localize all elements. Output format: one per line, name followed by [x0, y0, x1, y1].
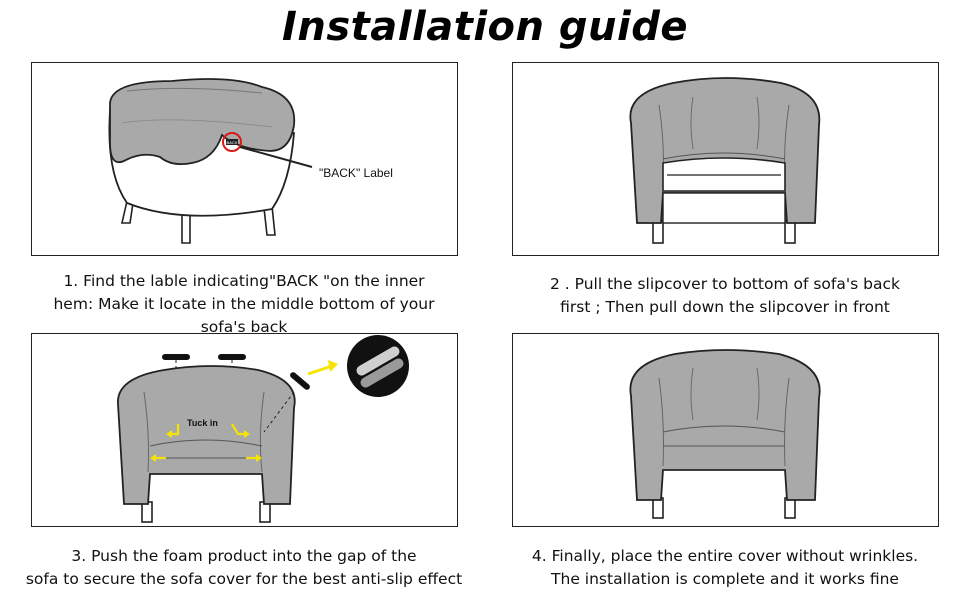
- foam-tuck-in-drawing: Tuck in: [117, 335, 409, 523]
- step-4-illustration: [512, 333, 939, 527]
- sofa-back-label-drawing: BACK "BACK" Label: [108, 78, 393, 244]
- step-4-caption: 4. Finally, place the entire cover witho…: [505, 545, 945, 591]
- step-4-line-1: 4. Finally, place the entire cover witho…: [531, 547, 919, 565]
- tuck-in-label: Tuck in: [187, 418, 218, 428]
- step-1-line-3: sofa's back: [200, 318, 288, 336]
- step-4-line-2: The installation is complete and it work…: [551, 570, 899, 588]
- step-2-caption: 2 . Pull the slipcover to bottom of sofa…: [505, 273, 945, 319]
- step-1-line-1: 1. Find the lable indicating"BACK "on th…: [63, 272, 425, 290]
- page-title: Installation guide: [282, 4, 688, 50]
- back-label-marker: [222, 132, 242, 152]
- back-label-callout: "BACK" Label: [319, 166, 393, 180]
- sofa-back-pulled-drawing: [629, 77, 821, 244]
- back-tag-text: BACK: [227, 140, 238, 145]
- sofa-finished-drawing: [629, 349, 821, 519]
- step-1-line-2: hem: Make it locate in the middle bottom…: [53, 295, 435, 313]
- step-1-illustration: BACK "BACK" Label: [31, 62, 458, 256]
- step-3-illustration: Tuck in: [31, 333, 458, 527]
- step-3-line-1: 3. Push the foam product into the gap of…: [71, 547, 417, 565]
- step-3-line-2: sofa to secure the sofa cover for the be…: [25, 570, 463, 588]
- step-2-line-1: 2 . Pull the slipcover to bottom of sofa…: [550, 275, 900, 293]
- step-3-caption: 3. Push the foam product into the gap of…: [14, 545, 474, 591]
- step-1-caption: 1. Find the lable indicating"BACK "on th…: [24, 270, 464, 339]
- step-2-line-2: first ; Then pull down the slipcover in …: [560, 298, 890, 316]
- step-2-illustration: [512, 62, 939, 256]
